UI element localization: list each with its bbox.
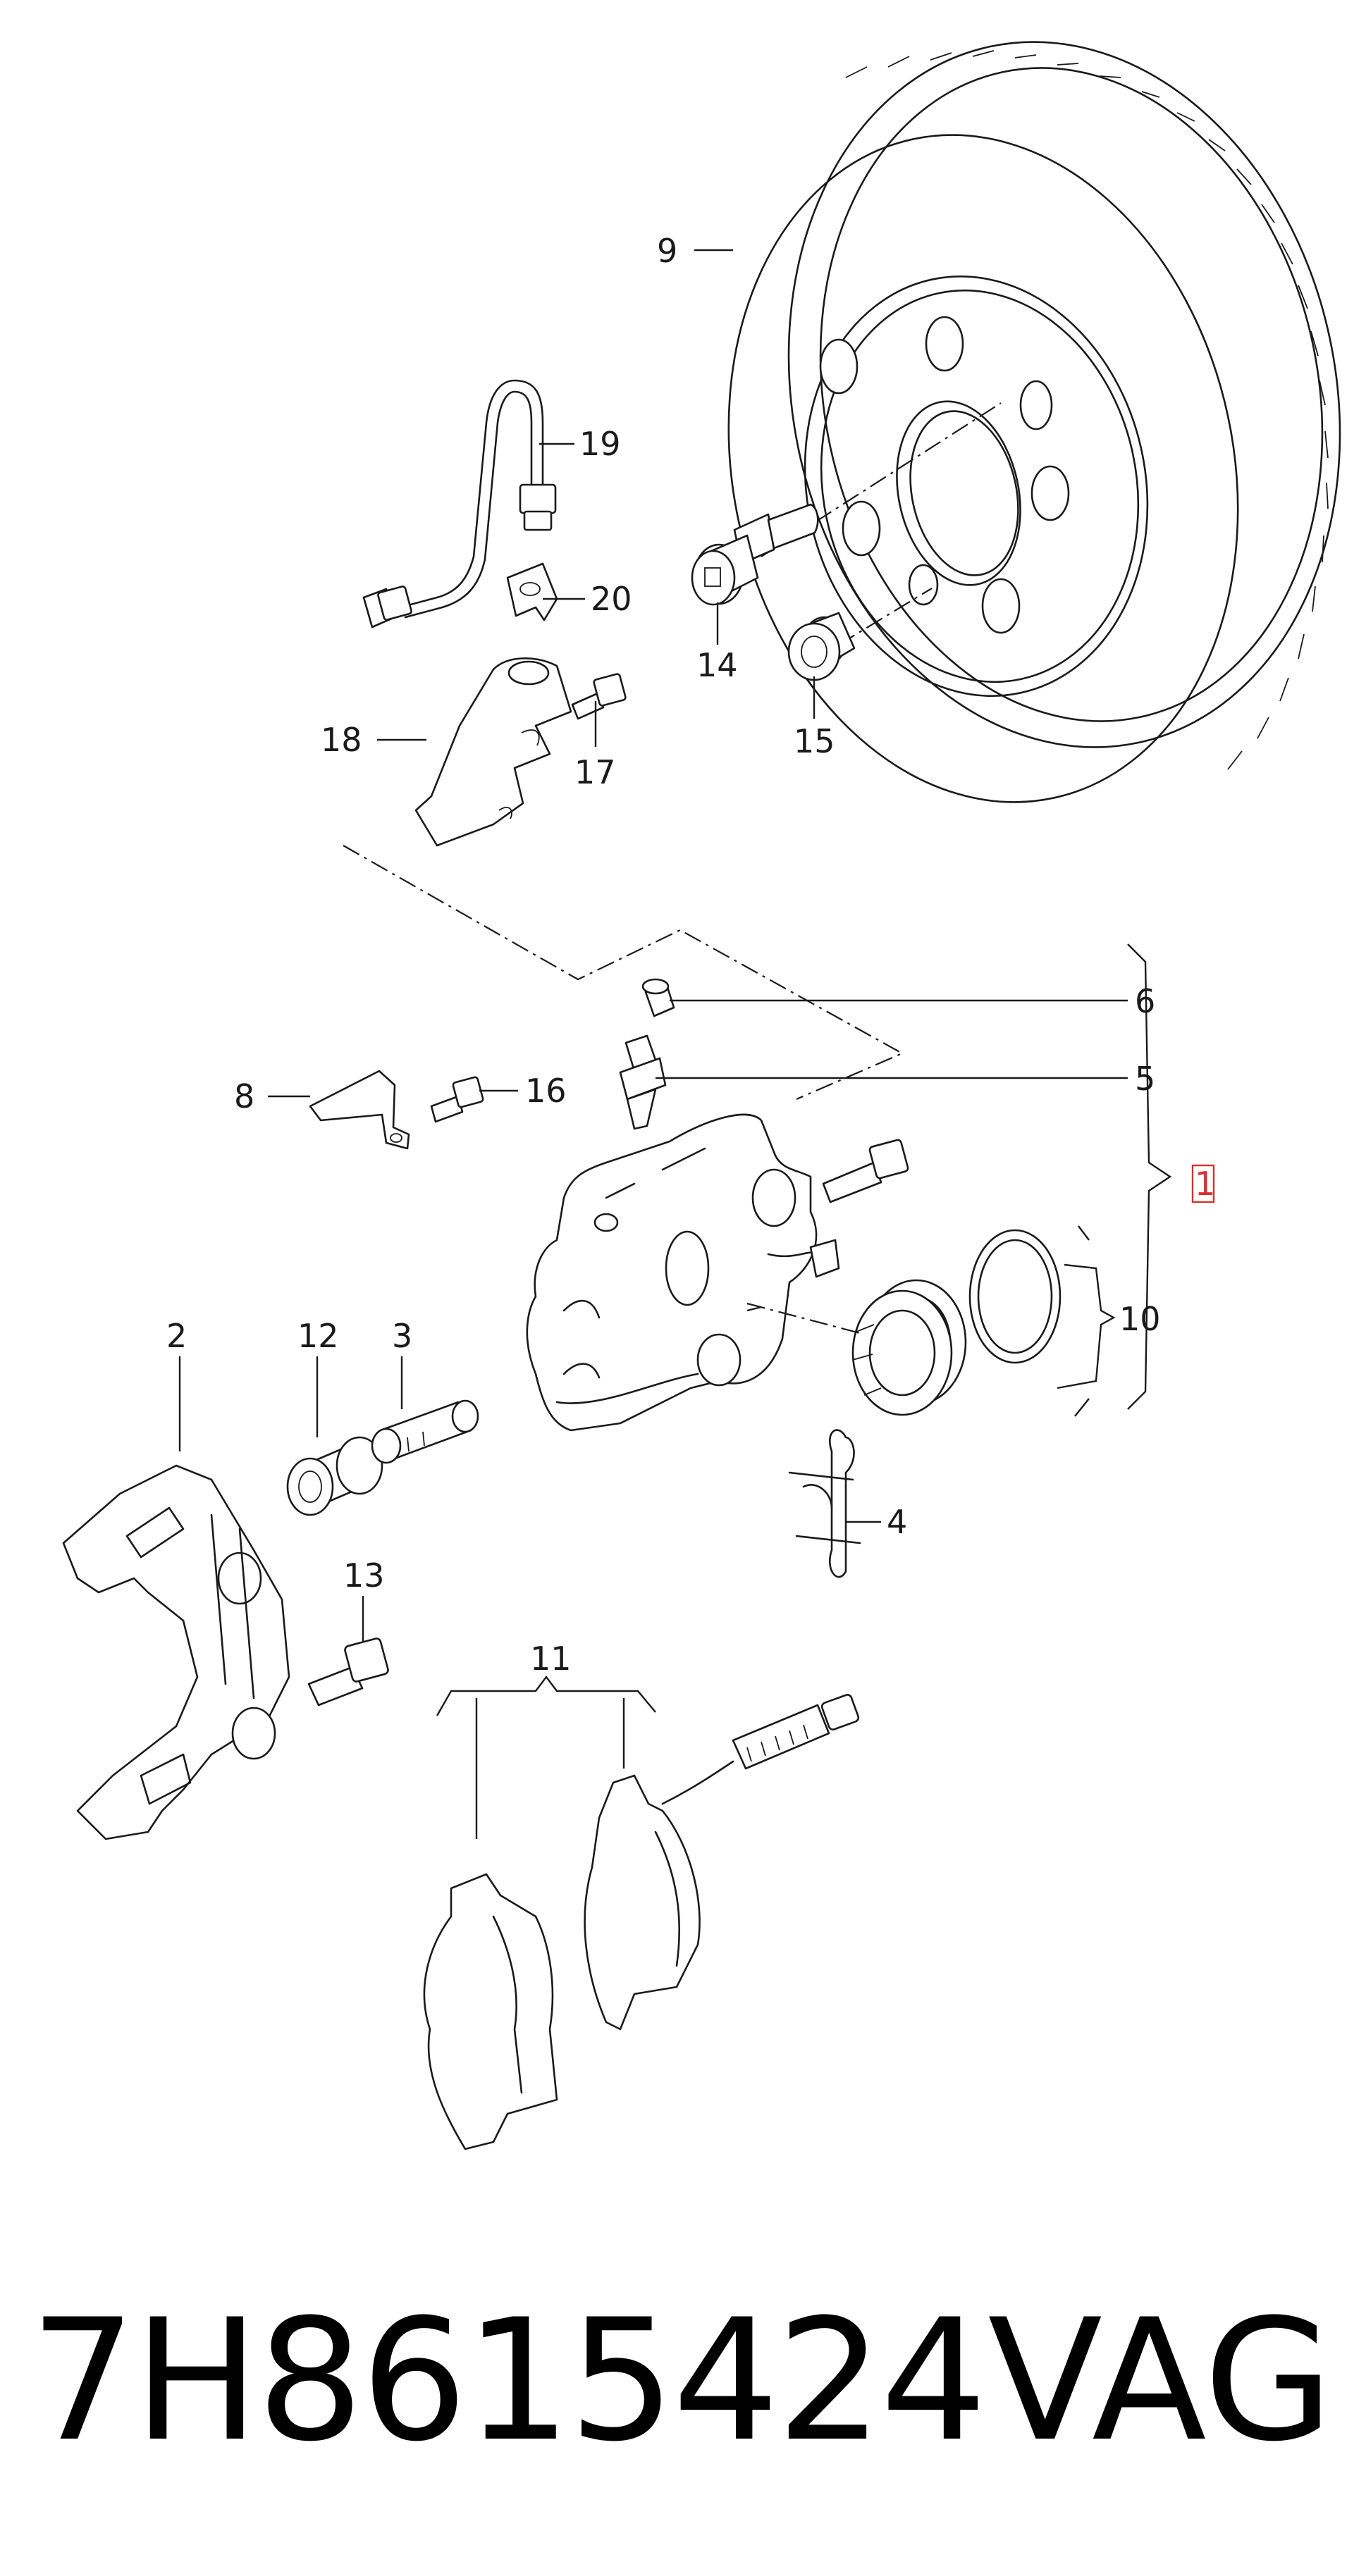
wear-sensor (661, 1694, 860, 1805)
caliper-sensor-lead (767, 1239, 840, 1278)
callout-1: 1 (1195, 1165, 1215, 1203)
pad-retaining-spring (788, 1429, 861, 1578)
disc-vent-pattern (845, 50, 1329, 770)
callout-3: 3 (392, 1317, 412, 1355)
caliper-carrier (62, 1464, 290, 1840)
footer-row: 7H8615424 VAG (0, 2276, 1366, 2487)
callout-5: 5 (1135, 1060, 1155, 1098)
spring-plate (309, 1070, 410, 1150)
callout-9: 9 (657, 232, 677, 270)
hose-bracket (414, 657, 572, 847)
callout-19: 19 (579, 425, 621, 463)
callout-1-box (1191, 1164, 1215, 1203)
callout-17: 17 (574, 753, 616, 791)
piston-seal-kit (851, 1229, 1062, 1416)
callout-18: 18 (321, 721, 362, 759)
threaded-insert (787, 612, 856, 681)
callout-15: 15 (794, 722, 835, 760)
callout-13: 13 (343, 1556, 385, 1594)
callout-11: 11 (530, 1640, 572, 1678)
exploded-brake-diagram: 9 19 20 17 18 14 15 6 5 8 16 2 12 3 4 13… (62, 41, 1341, 2150)
callout-20: 20 (591, 580, 632, 618)
brake-pad-set (423, 1694, 860, 2150)
leader-lines (178, 249, 1172, 1839)
bleeder-cap (641, 978, 675, 1017)
disc-bolt-holes (819, 316, 1070, 634)
brake-pad-outer (584, 1774, 701, 2031)
callout-2: 2 (166, 1317, 187, 1355)
brake-disc (727, 41, 1341, 803)
retaining-clip (506, 562, 558, 621)
callout-14: 14 (696, 646, 738, 684)
carrier-bolt (307, 1637, 389, 1707)
callout-16: 16 (525, 1072, 567, 1110)
callout-4: 4 (887, 1503, 907, 1541)
guide-bushing (286, 1436, 383, 1516)
callout-12: 12 (297, 1317, 339, 1355)
caliper-bolt (822, 1139, 909, 1203)
callout-8: 8 (234, 1077, 254, 1115)
brake-pad-inner (423, 1873, 558, 2150)
callout-labels: 9 19 20 17 18 14 15 6 5 8 16 2 12 3 4 13… (166, 232, 1215, 1678)
bracket-bolt (571, 673, 627, 720)
bleeder-valve (619, 1034, 667, 1130)
part-number: 7H8615424 (30, 2284, 987, 2479)
brake-line (362, 379, 557, 628)
guide-pin (371, 1399, 479, 1464)
callout-6: 6 (1135, 982, 1155, 1020)
caliper-housing (526, 1113, 818, 1432)
wheel-bolt (691, 503, 819, 606)
brand-label: VAG (987, 2284, 1334, 2479)
callout-10: 10 (1119, 1300, 1161, 1338)
spring-plate-bolt (430, 1076, 484, 1123)
